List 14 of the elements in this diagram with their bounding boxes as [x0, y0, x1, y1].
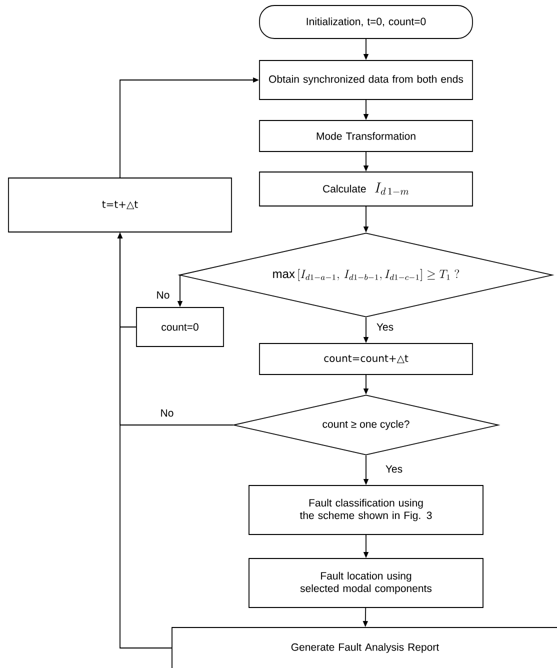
- edge-label: No: [159, 408, 175, 418]
- process-box: Mode Transformation: [259, 120, 473, 152]
- process-box: Generate Fault Analysis Report: [172, 627, 557, 668]
- process-box: Obtain synchronized data from both ends: [259, 60, 473, 100]
- edge-label: Yes: [384, 464, 404, 474]
- process-box: count=count+△t: [259, 343, 473, 375]
- process-box: Fault location using selected modal components: [248, 558, 484, 608]
- edge-label: No: [155, 290, 171, 300]
- process-box: Fault classification using the scheme shown in Fig. 3: [248, 485, 484, 535]
- process-box: Calculate $I_{d\,1-m}$: [259, 172, 473, 206]
- edge-label: Yes: [375, 322, 395, 332]
- start-terminal: Initialization, t=0, count=0: [259, 5, 473, 39]
- process-box: t=t+△t: [8, 178, 232, 232]
- process-box: count=0: [136, 307, 224, 347]
